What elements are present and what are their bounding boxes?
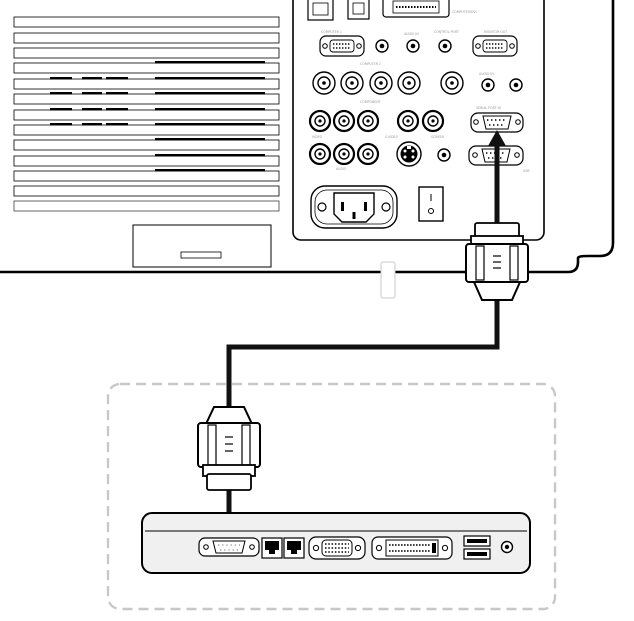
rca-jack-icon bbox=[308, 109, 332, 133]
panel-label: MONITOR OUT bbox=[484, 30, 507, 34]
panel-label: SERIAL PORT IN bbox=[476, 106, 501, 110]
panel-label: COMPONENT bbox=[360, 100, 381, 104]
panel-label: AUDIO IN bbox=[404, 32, 419, 36]
audio-jack-icon bbox=[438, 39, 452, 53]
projector-foot bbox=[132, 224, 272, 268]
panel-label: AUDIO bbox=[336, 167, 347, 171]
panel-label: USB bbox=[523, 169, 530, 173]
arrow-up-icon bbox=[488, 130, 506, 146]
projector-body-outline bbox=[0, 0, 615, 274]
rca-jack-icon bbox=[397, 71, 421, 95]
dvi-port-icon bbox=[371, 536, 453, 560]
serial-cable bbox=[197, 130, 529, 537]
projector-peg bbox=[380, 261, 396, 299]
rca-jack-icon bbox=[312, 71, 336, 95]
usb-port-icon bbox=[463, 548, 491, 560]
rca-jack-icon bbox=[308, 142, 332, 166]
serial-port-icon bbox=[198, 537, 260, 557]
audio-jack-icon bbox=[437, 148, 451, 162]
panel-label: COMPUTER 1 bbox=[321, 30, 342, 34]
rca-jack-icon bbox=[440, 71, 464, 95]
panel-label: CONTROL PORT bbox=[434, 30, 459, 34]
db9-plug-icon bbox=[465, 222, 529, 301]
rca-jack-icon bbox=[356, 142, 380, 166]
audio-jack-icon bbox=[481, 78, 495, 92]
rca-jack-icon bbox=[340, 71, 364, 95]
cable-wire bbox=[226, 300, 500, 407]
panel-label: COMPUTER 2 bbox=[360, 62, 381, 66]
projector-foot-slot bbox=[180, 251, 222, 259]
audio-jack-icon bbox=[375, 39, 389, 53]
vent-grille bbox=[13, 16, 280, 212]
dvi-port-icon bbox=[382, 0, 450, 18]
network-port-icon bbox=[261, 537, 283, 559]
rca-jack-icon bbox=[332, 142, 356, 166]
serial-port-icon bbox=[470, 112, 524, 133]
rca-jack-icon bbox=[396, 109, 420, 133]
audio-jack-icon bbox=[500, 540, 514, 554]
audio-jack-icon bbox=[509, 78, 523, 92]
usb-port-icon bbox=[347, 0, 370, 20]
rca-jack-icon bbox=[369, 71, 393, 95]
rca-jack-icon bbox=[421, 109, 445, 133]
panel-label: COMPUTER/DVI bbox=[452, 10, 477, 14]
panel-label: SCREEN bbox=[431, 135, 444, 139]
panel-label: VIDEO bbox=[312, 135, 323, 139]
projector: COMPUTER/DVI COMPUTER 1 AUDIO IN CONTROL… bbox=[0, 0, 615, 299]
panel-label: S-VIDEO bbox=[385, 135, 399, 139]
audio-jack-icon bbox=[406, 39, 420, 53]
vga-port-icon bbox=[472, 35, 518, 57]
panel-label: AUDIO IN bbox=[479, 72, 494, 76]
network-port-icon bbox=[283, 537, 305, 559]
db9-plug-icon bbox=[197, 406, 261, 491]
rca-jack-icon bbox=[332, 109, 356, 133]
laptop-computer bbox=[106, 382, 557, 611]
usb-port-icon bbox=[463, 535, 491, 547]
power-switch-icon bbox=[418, 186, 444, 222]
vga-port-icon bbox=[308, 536, 366, 560]
vga-port-icon bbox=[319, 35, 365, 57]
rca-jack-icon bbox=[356, 109, 380, 133]
dashed-border bbox=[106, 382, 557, 611]
svideo-port-icon bbox=[396, 141, 422, 167]
ac-inlet-icon bbox=[310, 185, 398, 229]
network-port-icon bbox=[307, 0, 334, 21]
